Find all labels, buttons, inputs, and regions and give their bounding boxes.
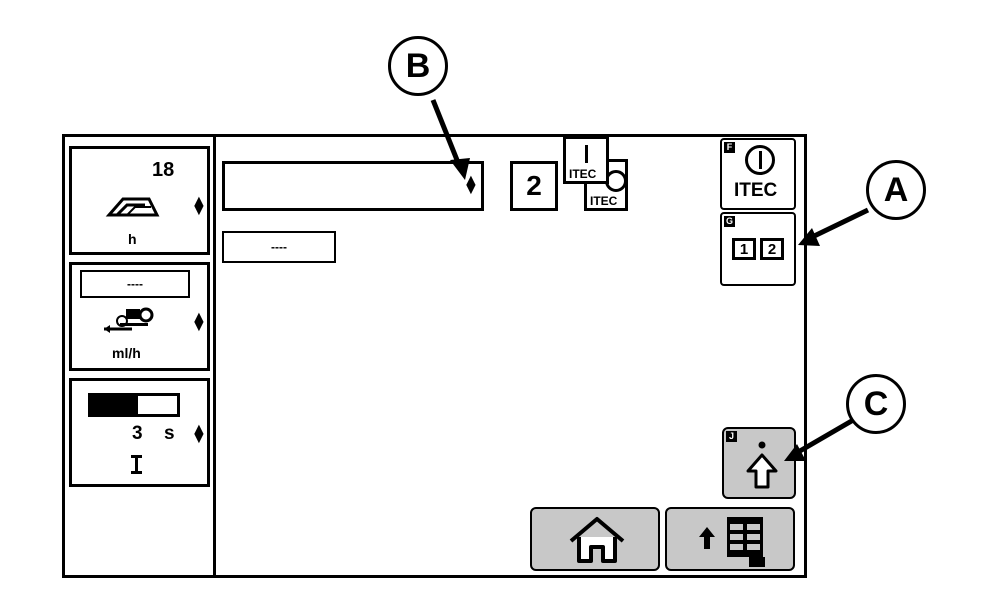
- home-button[interactable]: [530, 507, 660, 571]
- home-icon: [569, 517, 625, 563]
- power-icon: [745, 145, 775, 175]
- dropdown-arrows-icon: ▲▼: [463, 172, 479, 198]
- application-rate-scroll-arrows[interactable]: ▲▼: [191, 309, 207, 335]
- sprayer-rate-icon: [104, 307, 154, 333]
- sequence-digit-2: 2: [760, 238, 784, 260]
- itec-label: ITEC: [734, 180, 778, 201]
- sequence-digit-1: 1: [732, 238, 756, 260]
- menu-button[interactable]: [665, 507, 795, 571]
- callout-a: A: [866, 160, 926, 220]
- display-frame: [62, 134, 807, 578]
- timer-module[interactable]: 3 s ▲▼: [69, 378, 210, 487]
- itec-softkey[interactable]: F ITEC: [720, 138, 796, 210]
- gear-indicator: 2: [510, 161, 558, 211]
- application-rate-unit: ml/h: [112, 345, 141, 361]
- itec-status-icon-front: ITEC: [563, 136, 609, 184]
- shift-softkey[interactable]: J: [722, 427, 796, 499]
- callout-b: B: [388, 36, 448, 96]
- work-hours-unit: h: [128, 231, 137, 247]
- callout-c: C: [846, 374, 906, 434]
- sequence-softkey[interactable]: G 1 2: [720, 212, 796, 286]
- work-hours-scroll-arrows[interactable]: ▲▼: [191, 193, 207, 219]
- timer-value: 3: [132, 423, 143, 444]
- timer-scroll-arrows[interactable]: ▲▼: [191, 421, 207, 447]
- work-hours-module[interactable]: 18 h ▲▼: [69, 146, 210, 255]
- shift-up-icon: [746, 441, 778, 489]
- selection-dropdown[interactable]: ▲▼: [222, 161, 484, 211]
- cursor-icon: [128, 453, 146, 475]
- softkey-letter-j: J: [726, 431, 737, 442]
- application-rate-module[interactable]: ---- ml/h ▲▼: [69, 262, 210, 371]
- work-area-hours-icon: [105, 197, 160, 217]
- timer-progress-bar: [88, 393, 180, 417]
- left-panel-divider: [213, 136, 216, 576]
- secondary-value-field[interactable]: ----: [222, 231, 336, 263]
- timer-progress-fill: [91, 396, 139, 414]
- menu-icon: [699, 517, 765, 567]
- timer-unit: s: [164, 423, 175, 444]
- softkey-letter-g: G: [724, 216, 735, 227]
- work-hours-value: 18: [152, 159, 175, 181]
- softkey-letter-f: F: [724, 142, 735, 153]
- application-rate-value: ----: [80, 270, 190, 298]
